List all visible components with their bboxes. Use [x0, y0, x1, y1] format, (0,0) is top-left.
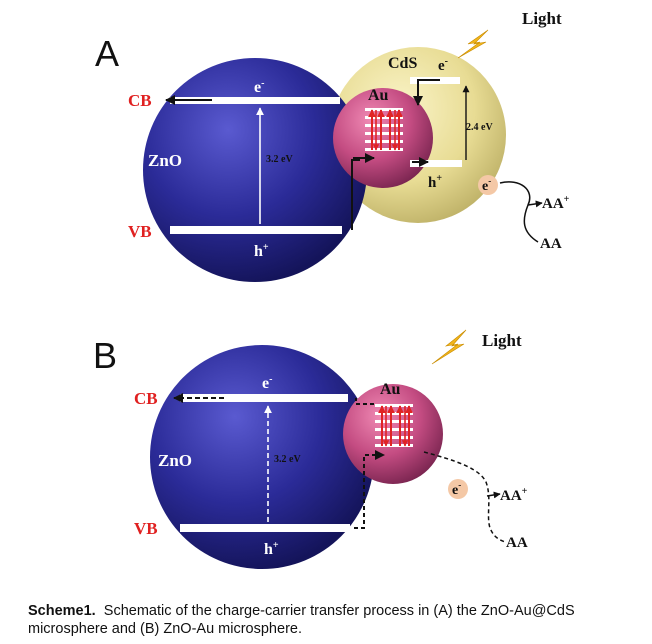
panel-a: A CB VB ZnO e- h+ 3.2 eV Au — [95, 9, 570, 282]
zno-vb-bar-b — [180, 524, 350, 532]
panel-b: B CB VB ZnO e- h+ 3.2 eV Au — [93, 329, 528, 569]
donor-electron-label-b: e- — [452, 480, 461, 498]
au-red-arrows-b — [378, 405, 413, 447]
zno-label-a: ZnO — [148, 151, 182, 170]
au-to-vb-line-a — [351, 159, 360, 230]
light-bolt-icon-a — [457, 29, 489, 59]
cb-label-a: CB — [128, 91, 152, 110]
donor-electron-label-a: e- — [482, 176, 491, 194]
au-to-cb-dash-b — [355, 398, 374, 405]
zno-cb-bar-a — [170, 97, 340, 104]
aa-plus-arrow-a — [527, 200, 543, 208]
vb-label-b: VB — [134, 519, 158, 538]
panel-b-letter: B — [93, 335, 117, 376]
electron-label-b: e- — [262, 374, 272, 392]
caption-text: Schematic of the charge-carrier transfer… — [28, 603, 575, 637]
cds-electron-label: e- — [438, 56, 448, 74]
light-label-a: Light — [522, 9, 562, 28]
aa-plus-label-b: AA+ — [500, 486, 528, 504]
au-red-arrows-a — [368, 109, 403, 151]
donor-electron-circle-a — [478, 175, 498, 195]
hole-label-a: h+ — [254, 242, 269, 260]
vb-to-au-dash-b — [354, 450, 385, 529]
cds-gap-label: 2.4 eV — [466, 122, 493, 133]
aa-label-b: AA — [506, 535, 528, 551]
cds-vb-bar — [410, 160, 462, 167]
panel-a-letter: A — [95, 33, 119, 74]
zno-vb-bar-a — [170, 226, 342, 234]
zno-gap-label-b: 3.2 eV — [274, 454, 301, 465]
au-label-a: Au — [368, 87, 389, 104]
aa-oxidation-curve-b — [423, 451, 506, 543]
aa-plus-arrow-b — [486, 491, 501, 499]
aa-plus-label-a: AA+ — [542, 194, 570, 212]
cds-label: CdS — [388, 55, 417, 72]
electron-label-a: e- — [254, 78, 264, 96]
zno-gap-label-a: 3.2 eV — [266, 154, 293, 165]
cds-hole-label: h+ — [428, 173, 442, 191]
au-sphere-b — [343, 384, 443, 484]
aa-label-a: AA — [540, 236, 562, 252]
hole-label-b: h+ — [264, 540, 279, 558]
vb-label-a: VB — [128, 222, 152, 241]
cb-label-b: CB — [134, 389, 158, 408]
aa-oxidation-curve-a — [499, 181, 539, 243]
zno-cb-bar-b — [180, 394, 348, 402]
figure-caption: Scheme1. Schematic of the charge-carrier… — [28, 602, 628, 638]
light-label-b: Light — [482, 331, 522, 350]
au-sphere-a — [333, 88, 433, 188]
caption-label: Scheme1. — [28, 603, 96, 619]
cds-to-au-arrow — [413, 79, 440, 106]
donor-electron-circle-b — [448, 479, 468, 499]
zno-label-b: ZnO — [158, 451, 192, 470]
light-bolt-icon-b — [431, 329, 467, 365]
au-label-b: Au — [380, 381, 401, 398]
